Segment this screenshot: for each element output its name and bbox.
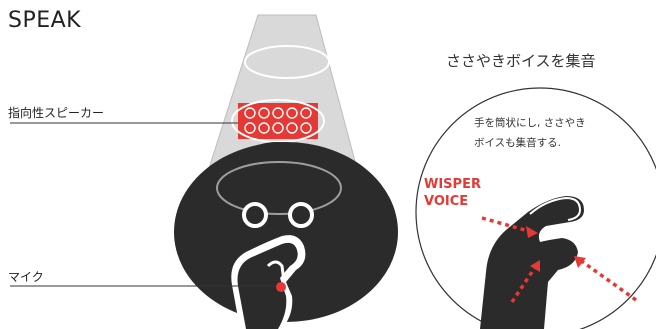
cupped-hand — [480, 196, 584, 329]
speaker-array — [231, 99, 325, 143]
wisper-line2: VOICE — [424, 194, 469, 209]
whisper-heading: ささやきボイスを集音 — [446, 52, 596, 70]
wisper-line1: WISPER — [424, 177, 481, 192]
whisper-note: 手を筒状にし, ささやき ボイスも集音する. — [474, 113, 624, 153]
wisper-voice-label: WISPER VOICE — [424, 176, 481, 210]
cone-top-oval — [244, 45, 330, 79]
robot-head — [174, 142, 398, 322]
whisper-note-line1: 手を筒状にし, ささやき — [474, 117, 586, 129]
mic-label: マイク — [8, 270, 44, 284]
whisper-circle — [415, 87, 656, 329]
page-title: SPEAK — [8, 8, 82, 33]
mic-dot — [276, 282, 286, 292]
whisper-arrows — [481, 216, 638, 303]
robot-eyes — [242, 202, 314, 228]
whisper-note-line2: ボイスも集音する. — [474, 137, 562, 149]
speaker-label: 指向性スピーカー — [8, 106, 105, 120]
arrow-heads — [526, 226, 586, 272]
